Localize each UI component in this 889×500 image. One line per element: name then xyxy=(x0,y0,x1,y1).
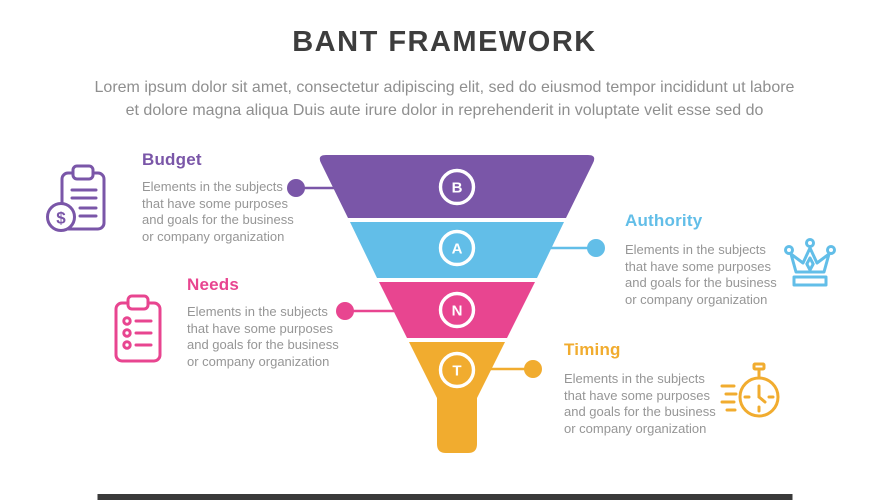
stopwatch-icon xyxy=(720,362,780,418)
badge-ring-b xyxy=(438,168,476,206)
funnel-stage-authority xyxy=(350,222,564,278)
connector-authority xyxy=(551,239,605,257)
connector-timing xyxy=(490,360,542,378)
funnel-stage-budget xyxy=(319,155,595,218)
badge-ring-a xyxy=(438,229,476,267)
connector-budget xyxy=(287,179,336,197)
connector-dot-timing xyxy=(524,360,542,378)
section-title-needs: Needs xyxy=(187,275,240,294)
page-title: BANT FRAMEWORK xyxy=(292,26,597,58)
funnel-letter-a: A xyxy=(452,241,463,258)
section-title-authority: Authority xyxy=(625,211,703,230)
connector-needs xyxy=(336,302,394,320)
section-desc-timing: Elements in the subjects that have some … xyxy=(564,371,716,437)
crown-icon xyxy=(784,238,836,287)
funnel-letter-n: N xyxy=(452,303,463,320)
section-desc-budget: Elements in the subjects that have some … xyxy=(142,179,294,245)
section-title-budget: Budget xyxy=(142,150,202,169)
section-desc-authority: Elements in the subjects that have some … xyxy=(625,242,777,308)
desc-line: and goals for the business xyxy=(187,337,339,352)
desc-line: and goals for the business xyxy=(625,275,777,290)
funnel-stage-needs xyxy=(379,282,535,338)
desc-line: that have some purposes xyxy=(142,195,288,211)
funnel-letter-b: B xyxy=(452,180,463,197)
section-title-timing: Timing xyxy=(564,340,621,359)
connector-dot-needs xyxy=(336,302,354,320)
subtitle-line-2: et dolore magna aliqua Duis aute irure d… xyxy=(125,102,764,119)
funnel-badge-t: T xyxy=(438,351,476,389)
desc-line: Elements in the subjects xyxy=(564,371,705,386)
badge-ring-n xyxy=(438,291,476,329)
svg-text:$: $ xyxy=(56,209,66,228)
desc-line: that have some purposes xyxy=(187,320,333,336)
section-desc-needs: Elements in the subjects that have some … xyxy=(187,304,339,370)
desc-line: or company organization xyxy=(625,291,768,307)
desc-line: or company organization xyxy=(564,420,707,436)
badge-ring-t xyxy=(438,351,476,389)
connector-dot-authority xyxy=(587,239,605,257)
desc-line: Elements in the subjects xyxy=(625,242,766,257)
clipboard-dollar-icon: $ xyxy=(46,164,106,232)
desc-line: that have some purposes xyxy=(625,258,771,274)
desc-line: or company organization xyxy=(142,228,285,244)
funnel-letter-t: T xyxy=(452,363,461,380)
footer-bar xyxy=(97,494,792,500)
desc-line: or company organization xyxy=(187,353,330,369)
subtitle-line-1: Lorem ipsum dolor sit amet, consectetur … xyxy=(94,79,795,96)
connector-dot-budget xyxy=(287,179,305,197)
desc-line: and goals for the business xyxy=(564,404,716,419)
desc-line: and goals for the business xyxy=(142,212,294,227)
desc-line: Elements in the subjects xyxy=(142,179,283,194)
funnel-badge-a: A xyxy=(438,229,476,267)
clipboard-checklist-icon xyxy=(114,294,162,363)
funnel-badge-b: B xyxy=(438,168,476,206)
desc-line: Elements in the subjects xyxy=(187,304,328,319)
subtitle: Lorem ipsum dolor sit amet, consectetur … xyxy=(0,76,889,122)
funnel-badge-n: N xyxy=(438,291,476,329)
funnel-stage-timing xyxy=(409,342,505,453)
desc-line: that have some purposes xyxy=(564,387,710,403)
